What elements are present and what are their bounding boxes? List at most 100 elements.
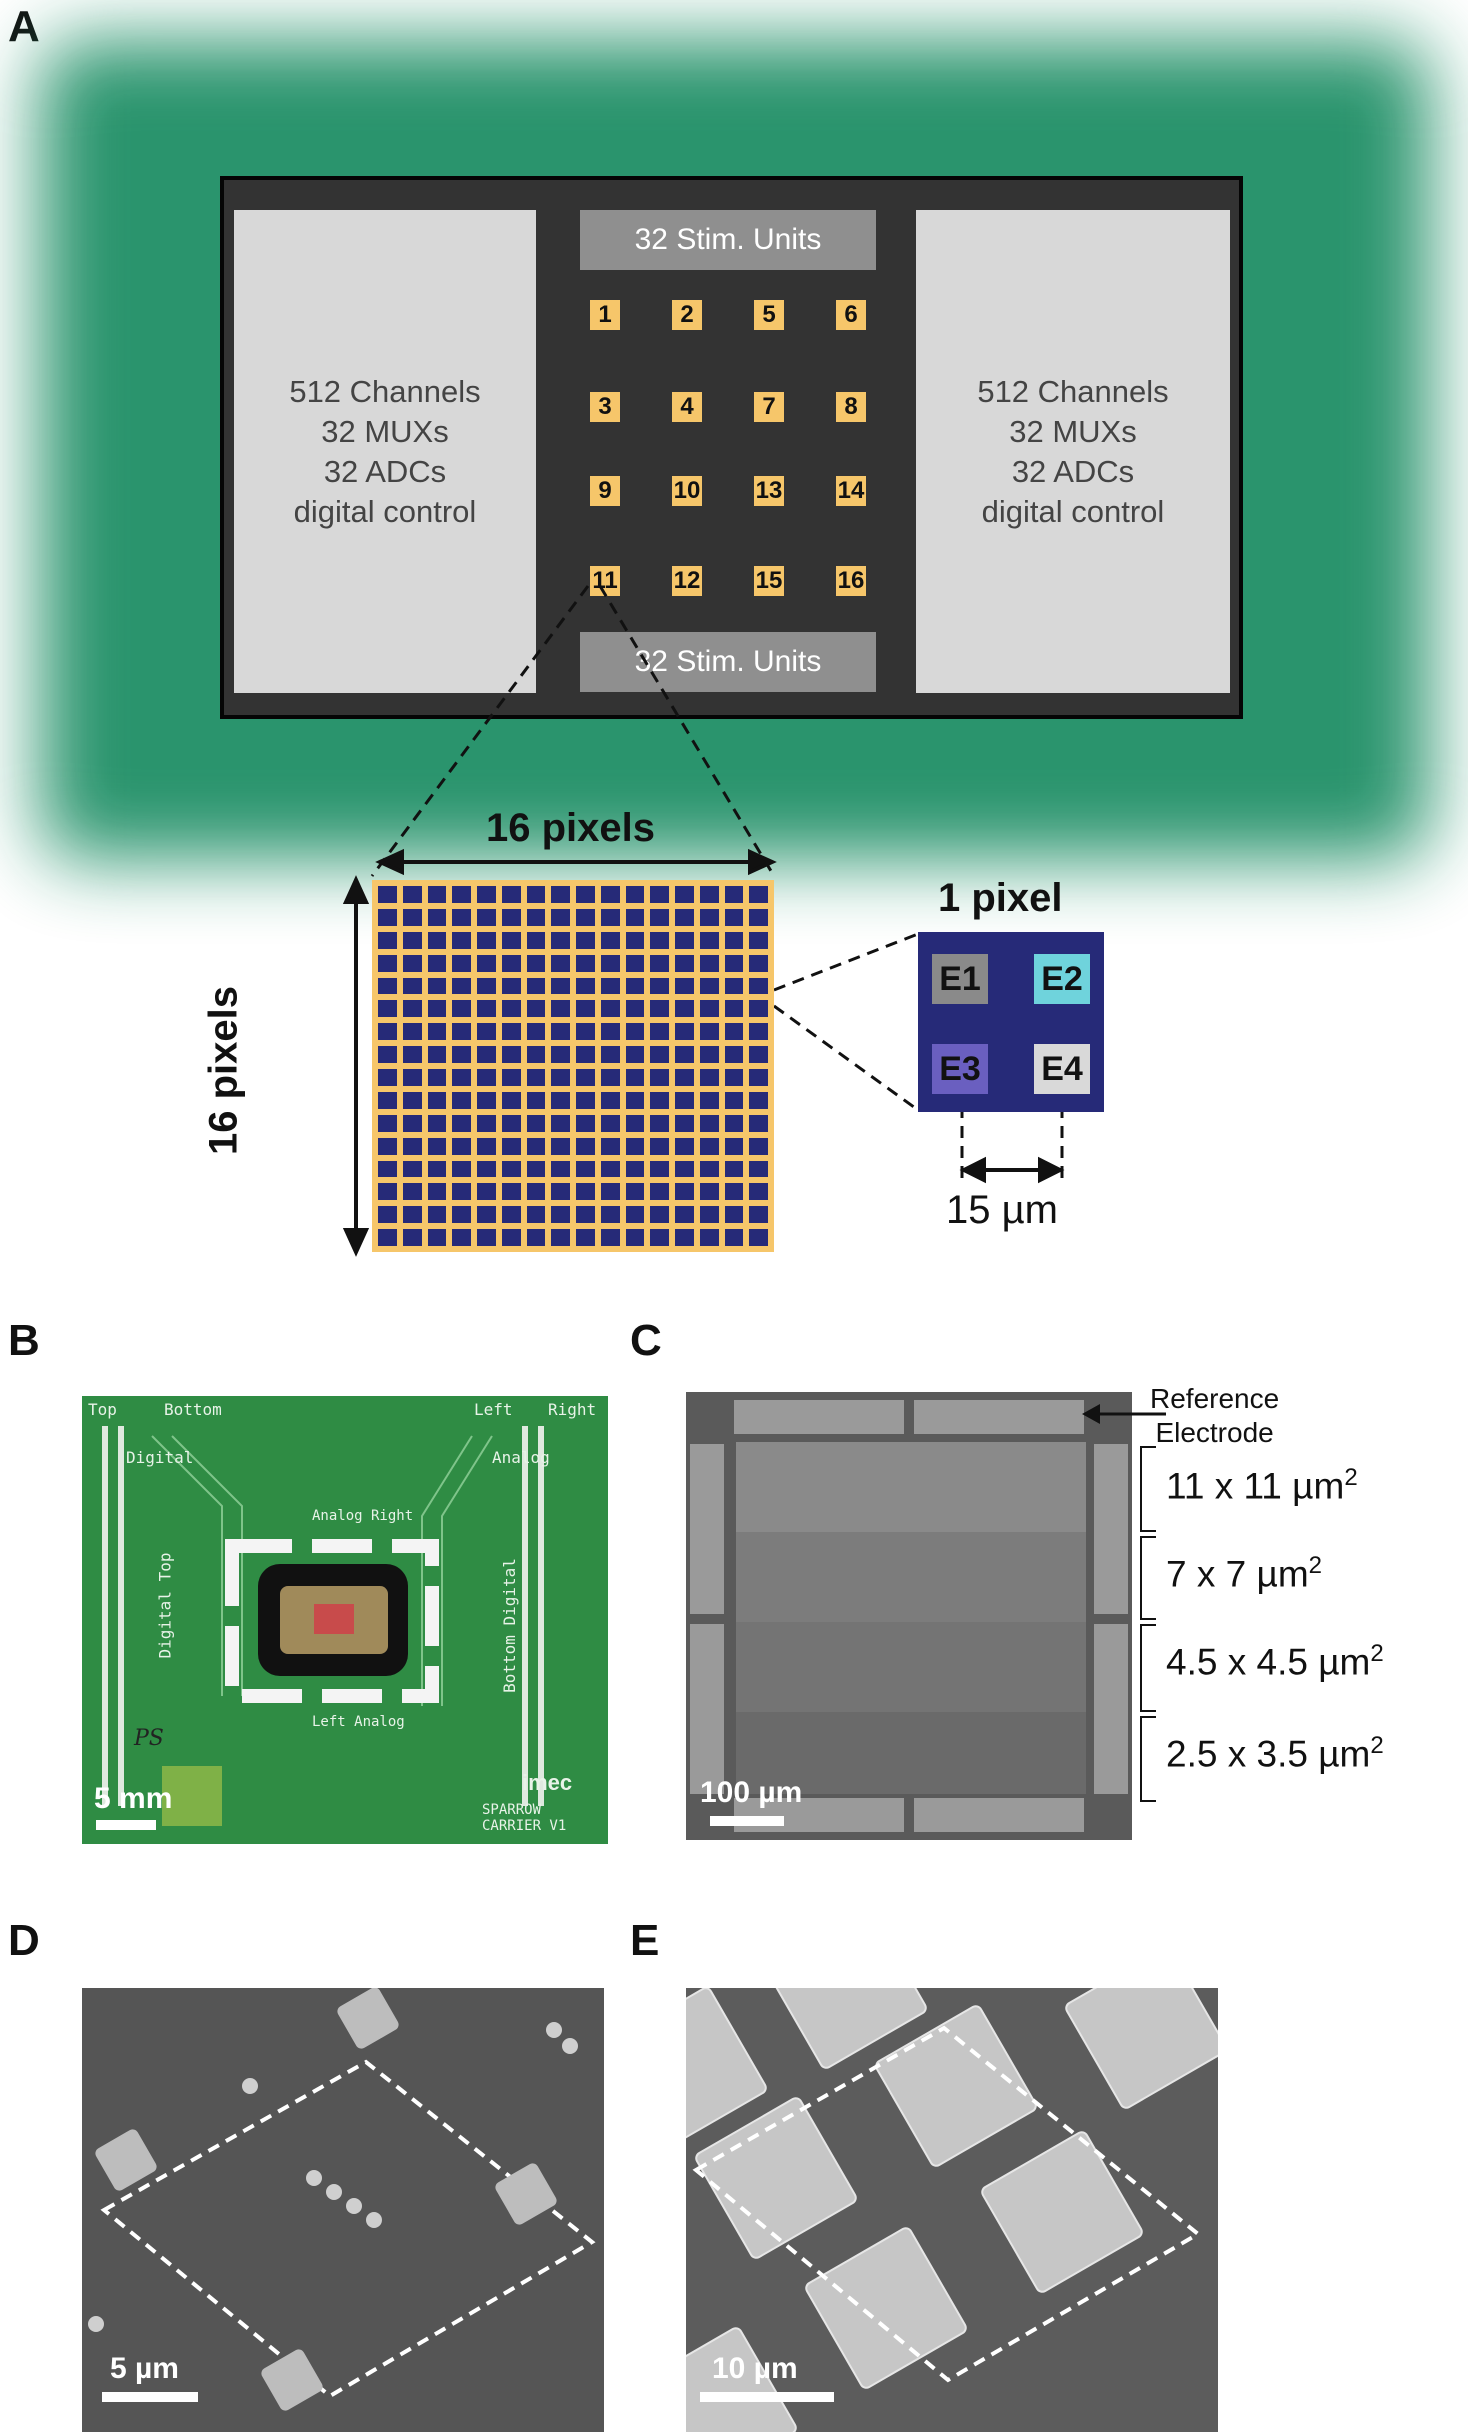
grid-pixel (551, 908, 570, 926)
grid-pixel (551, 977, 570, 995)
grid-pixel (501, 886, 521, 903)
grid-pixel (749, 1023, 768, 1041)
grid-pixel (600, 977, 620, 995)
panel-label-b: B (8, 1316, 40, 1365)
grid-pixel (576, 1091, 595, 1109)
grid-pixel (675, 1091, 694, 1109)
grid-pixel (477, 1183, 496, 1201)
cell-2: 2 (672, 300, 702, 330)
pcb-label-left: Left (474, 1400, 513, 1419)
pcb-label-sparrow: SPARROW CARRIER V1 (482, 1802, 567, 1834)
grid-pixel (477, 1069, 496, 1086)
grid-pixel (427, 977, 447, 995)
grid-pixel (576, 1023, 595, 1041)
grid-pixel (625, 954, 645, 972)
grid-pixel (501, 908, 521, 926)
grid-pixel (402, 1206, 422, 1224)
grid-pixel (650, 1091, 669, 1109)
cell-14: 14 (836, 476, 866, 506)
grid-pixel (749, 1206, 768, 1224)
grid-pixel (501, 1206, 521, 1224)
grid-pixel (427, 1114, 447, 1132)
size-label-1-text: 11 x 11 µm (1166, 1465, 1345, 1507)
grid-pixel (501, 1069, 521, 1086)
grid-pixel (477, 1023, 496, 1041)
grid-pixel (625, 1183, 645, 1201)
grid-pixel (452, 1069, 471, 1086)
pcb-label-ps: PS (134, 1726, 164, 1751)
grid-pixel (402, 1137, 422, 1155)
electrode-e2: E2 (1034, 954, 1090, 1004)
grid-pixel (749, 977, 768, 995)
cell-11: 11 (590, 566, 620, 596)
grid-pixel (427, 1046, 447, 1063)
pitch-arrow-head-left (959, 1156, 986, 1184)
grid-pixel (477, 1206, 496, 1224)
grid-pixel (402, 1160, 422, 1178)
pitch-label: 15 µm (946, 1188, 1058, 1232)
left-block-line-3: 32 ADCs (323, 453, 447, 489)
grid-pixel (378, 1091, 397, 1109)
grid-pixel (749, 1183, 768, 1201)
grid-pixel (526, 1183, 546, 1201)
grid-pixel (724, 1046, 744, 1063)
width-arrow-head-right (748, 848, 777, 876)
grid-pixel (378, 1023, 397, 1041)
grid-pixel (551, 1183, 570, 1201)
grid-pixel (650, 931, 669, 949)
grid-pixel (452, 931, 471, 949)
size-label-2-text: 7 x 7 µm (1166, 1553, 1309, 1595)
grid-pixel (749, 908, 768, 926)
width-arrow-head-left (375, 848, 404, 876)
grid-pixel (452, 977, 471, 995)
grid-pixel (551, 886, 570, 903)
zoom-line-left (370, 585, 590, 877)
grid-pixel (699, 1160, 719, 1178)
grid-pixel (378, 1137, 397, 1155)
grid-pixel (551, 954, 570, 972)
grid-pixel (625, 1114, 645, 1132)
grid-pixel (501, 1023, 521, 1041)
grid-pixel (625, 908, 645, 926)
cell-3: 3 (590, 392, 620, 422)
grid-pixel (699, 1229, 719, 1246)
grid-pixel (427, 1137, 447, 1155)
grid-pixel (501, 977, 521, 995)
grid-pixel (576, 954, 595, 972)
grid-pixel (378, 931, 397, 949)
grid-pixel (402, 1183, 422, 1201)
grid-pixel (724, 1091, 744, 1109)
grid-pixel (501, 1229, 521, 1246)
grid-pixel (650, 977, 669, 995)
grid-pixel (749, 1229, 768, 1246)
grid-pixel (477, 1046, 496, 1063)
grid-pixel (724, 1183, 744, 1201)
grid-pixel (427, 1160, 447, 1178)
grid-pixel (600, 1206, 620, 1224)
left-block-line-4: digital control (293, 493, 477, 529)
grid-pixel (650, 908, 669, 926)
grid-pixel (477, 908, 496, 926)
grid-pixel (526, 954, 546, 972)
grid-pixel (378, 1114, 397, 1132)
grid-pixel (699, 931, 719, 949)
grid-pixel (452, 1000, 471, 1018)
cell-1: 1 (590, 300, 620, 330)
grid-pixel (749, 1000, 768, 1018)
grid-pixel (501, 931, 521, 949)
grid-pixel (675, 1206, 694, 1224)
grid-pixel (675, 908, 694, 926)
grid-pixel (675, 1046, 694, 1063)
grid-pixel (600, 1069, 620, 1086)
grid-pixel (576, 1206, 595, 1224)
panel-label-d: D (8, 1916, 40, 1965)
grid-pixel (699, 1114, 719, 1132)
grid-pixel (452, 1183, 471, 1201)
chip-layout: 512 Channels 32 MUXs 32 ADCs digital con… (220, 176, 1243, 719)
grid-pixel (477, 1229, 496, 1246)
grid-pixel (452, 1137, 471, 1155)
grid-pixel (699, 1046, 719, 1063)
grid-pixel (650, 1183, 669, 1201)
stim-units-bottom: 32 Stim. Units (580, 632, 876, 692)
grid-pixel (526, 1229, 546, 1246)
